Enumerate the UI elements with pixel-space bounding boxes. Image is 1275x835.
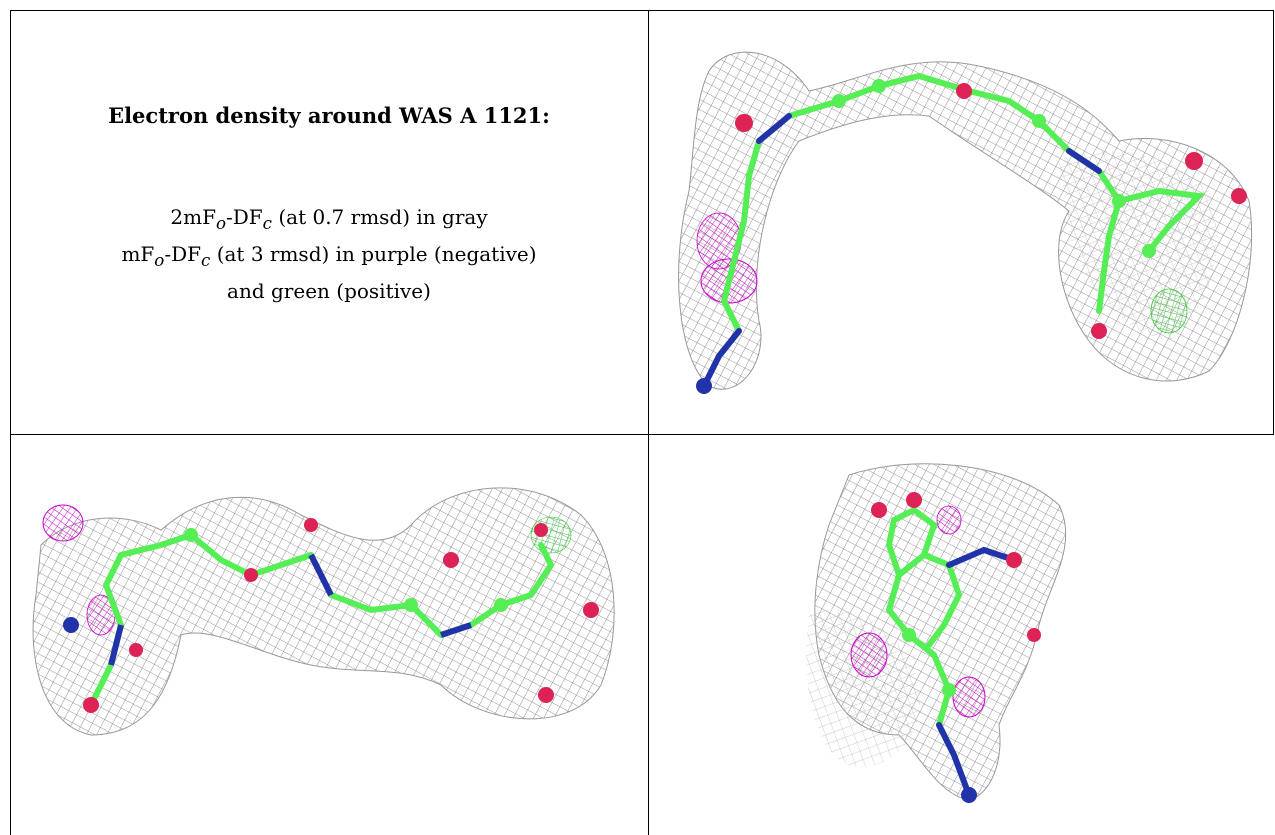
oxygen-atom — [871, 502, 887, 518]
legend-term: mF — [121, 242, 155, 266]
legend-subscript: c — [262, 214, 272, 233]
legend-line-positive: and green (positive) — [227, 279, 431, 303]
legend-line-2fo-fc: 2mFo-DFc (at 0.7 rmsd) in gray — [10, 202, 648, 239]
nitrogen-bond — [108, 624, 124, 666]
nitrogen-atom — [961, 787, 977, 803]
density-panel-top-right — [649, 11, 1273, 434]
legend-subscript: o — [154, 251, 165, 270]
oxygen-atom — [129, 643, 143, 657]
mesh-negative — [42, 504, 84, 542]
mesh-negative — [936, 505, 962, 535]
oxygen-atom — [534, 523, 548, 537]
nitrogen-bond — [308, 553, 334, 597]
mesh-negative — [952, 676, 986, 718]
ligand-ring — [885, 506, 938, 578]
nitrogen-bond — [756, 113, 792, 144]
carbon-atom — [942, 683, 956, 697]
caption-cell: Electron density around WAS A 1121: 2mFo… — [10, 10, 648, 434]
nitrogen-atom — [696, 378, 712, 394]
density-panel-bottom-right — [649, 435, 1273, 835]
legend-text: (at 3 rmsd) in purple (negative) — [210, 242, 537, 266]
oxygen-atom — [906, 492, 922, 508]
mesh-negative — [850, 632, 888, 678]
carbon-atom — [1112, 194, 1126, 208]
carbon-atom — [184, 528, 198, 542]
mesh-2fo-fc — [32, 487, 615, 736]
legend-subscript: c — [201, 251, 211, 270]
oxygen-atom — [1185, 152, 1203, 170]
mesh-positive — [1150, 288, 1188, 334]
table-border-top — [10, 10, 1274, 11]
oxygen-atom — [735, 114, 753, 132]
oxygen-atom — [1027, 628, 1041, 642]
carbon-atom — [1142, 244, 1156, 258]
legend-text: (at 0.7 rmsd) in gray — [272, 205, 488, 229]
nitrogen-bond — [936, 722, 972, 798]
oxygen-atom — [956, 83, 972, 99]
carbon-atom — [494, 598, 508, 612]
carbon-atom — [832, 94, 846, 108]
table-divider-vertical — [648, 10, 649, 835]
oxygen-atom — [1091, 323, 1107, 339]
ligand-ring — [1116, 187, 1206, 254]
figure-table: Electron density around WAS A 1121: 2mFo… — [10, 10, 1274, 835]
density-panel-bottom-left — [11, 435, 648, 835]
carbon-atom — [404, 598, 418, 612]
nitrogen-bond — [946, 546, 1017, 568]
density-render — [678, 51, 1253, 394]
legend-subscript: o — [215, 214, 226, 233]
oxygen-atom — [1006, 552, 1022, 568]
legend-term: -DF — [225, 205, 263, 229]
oxygen-atom — [304, 518, 318, 532]
carbon-atom — [902, 628, 916, 642]
mesh-2fo-fc-back — [806, 609, 921, 767]
density-render — [32, 487, 615, 736]
nitrogen-bond — [440, 622, 472, 638]
nitrogen-bond — [701, 328, 742, 389]
carbon-atom — [872, 79, 886, 93]
map-legend: 2mFo-DFc (at 0.7 rmsd) in gray mFo-DFc (… — [10, 202, 648, 306]
oxygen-atom — [538, 687, 554, 703]
carbon-atom — [1032, 114, 1046, 128]
oxygen-atom — [1231, 188, 1247, 204]
nitrogen-atom — [63, 617, 79, 633]
page-title: Electron density around WAS A 1121: — [108, 103, 550, 128]
table-divider-horizontal — [10, 434, 1274, 435]
legend-term: 2mF — [170, 205, 216, 229]
oxygen-atom — [83, 697, 99, 713]
nitrogen-bond — [1066, 148, 1102, 174]
legend-term: -DF — [164, 242, 201, 266]
table-border-right — [1273, 10, 1274, 434]
oxygen-atom — [244, 568, 258, 582]
oxygen-atom — [443, 552, 459, 568]
table-border-left — [10, 10, 11, 835]
oxygen-atom — [583, 602, 599, 618]
density-render — [806, 463, 1067, 803]
legend-line-fo-fc: mFo-DFc (at 3 rmsd) in purple (negative) — [10, 239, 648, 276]
